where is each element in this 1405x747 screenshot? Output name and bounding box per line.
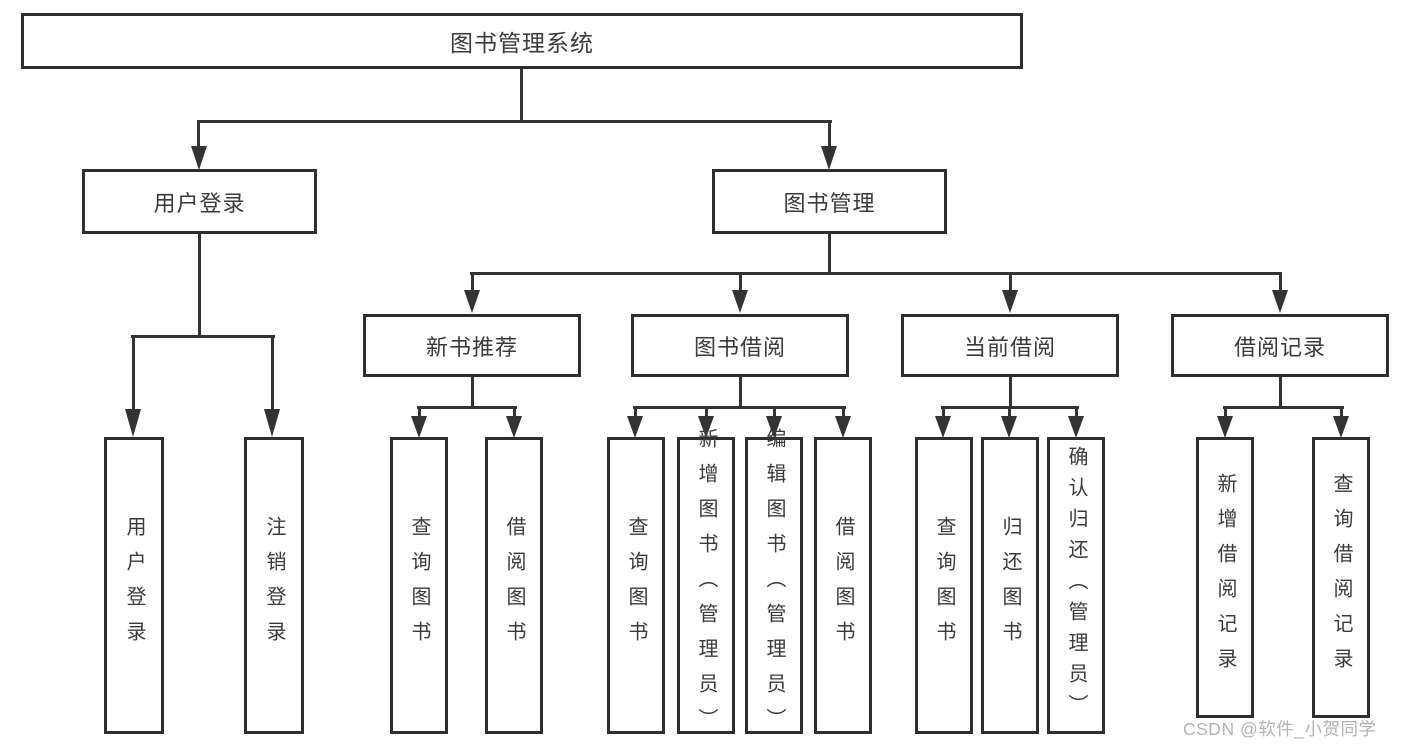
leaf-query-books-3: 查询图书 [915, 437, 973, 734]
connector-vline [1008, 406, 1011, 420]
node-label: 借阅记录 [1233, 334, 1326, 360]
node-label: 当前借阅 [963, 334, 1056, 360]
leaf-borrow-books-1: 借阅图书 [485, 437, 543, 734]
arrowhead-down-icon [627, 416, 643, 438]
node-label: 图书管理 [783, 190, 876, 216]
node-borrowing-records: 借阅记录 [1171, 314, 1389, 377]
connector-vline [1279, 272, 1282, 294]
leaf-user-login: 用户登录 [104, 437, 164, 734]
arrowhead-down-icon [264, 409, 280, 437]
leaf-edit-book-admin: 编辑图书（管理员） [745, 428, 803, 743]
connector-vline [1279, 375, 1282, 408]
connector-vline [520, 69, 523, 122]
connector-vline [1224, 406, 1227, 420]
connector-vline [842, 406, 845, 420]
arrowhead-down-icon [732, 290, 748, 313]
node-label: 新增图书（管理员） [695, 428, 717, 743]
arrowhead-down-icon [1272, 290, 1288, 313]
node-label: 确认归还（管理员） [1065, 446, 1087, 725]
leaf-logout: 注销登录 [244, 437, 304, 734]
arrowhead-down-icon [506, 416, 522, 438]
connector-vline [1340, 406, 1343, 420]
connector-vline [418, 406, 421, 420]
node-book-management: 图书管理 [712, 169, 947, 234]
connector-hline [633, 406, 846, 409]
connector-vline [739, 375, 742, 408]
arrowhead-down-icon [1001, 416, 1017, 438]
arrowhead-down-icon [821, 146, 837, 170]
connector-vline [471, 375, 474, 408]
connector-vline [828, 120, 831, 148]
arrowhead-down-icon [411, 416, 427, 438]
leaf-add-book-admin: 新增图书（管理员） [677, 428, 735, 743]
node-label: 查询图书 [625, 515, 647, 656]
node-new-book-recommendation: 新书推荐 [363, 314, 581, 377]
connector-vline [197, 120, 200, 148]
connector-hline [417, 406, 517, 409]
leaf-query-books-1: 查询图书 [390, 437, 448, 734]
arrowhead-down-icon [191, 146, 207, 170]
arrowhead-down-icon [1217, 416, 1233, 438]
node-label: 借阅图书 [503, 515, 525, 656]
leaf-return-books: 归还图书 [981, 437, 1039, 734]
node-label: 新增借阅记录 [1214, 472, 1236, 683]
arrowhead-down-icon [766, 416, 782, 438]
connector-vline [513, 406, 516, 420]
node-label: 图书借阅 [693, 334, 786, 360]
connector-hline [131, 335, 275, 338]
arrowhead-down-icon [698, 416, 714, 438]
node-current-borrowing: 当前借阅 [901, 314, 1119, 377]
connector-vline [471, 272, 474, 294]
node-root-library-system: 图书管理系统 [21, 13, 1023, 69]
connector-vline [828, 233, 831, 274]
node-label: 查询图书 [408, 515, 430, 656]
node-label: 借阅图书 [832, 515, 854, 656]
connector-vline [198, 233, 201, 337]
node-label: 归还图书 [999, 515, 1021, 656]
leaf-query-borrow-record: 查询借阅记录 [1312, 437, 1370, 718]
node-label: 用户登录 [123, 515, 145, 656]
node-label: 编辑图书（管理员） [763, 428, 785, 743]
leaf-add-borrow-record: 新增借阅记录 [1196, 437, 1254, 718]
node-label: 查询借阅记录 [1330, 472, 1352, 683]
leaf-query-books-2: 查询图书 [607, 437, 665, 734]
arrowhead-down-icon [935, 416, 951, 438]
leaf-borrow-books-2: 借阅图书 [814, 437, 872, 734]
arrowhead-down-icon [1068, 416, 1084, 438]
connector-vline [773, 406, 776, 420]
connector-vline [1009, 375, 1012, 408]
connector-vline [634, 406, 637, 420]
connector-vline [1009, 272, 1012, 294]
node-book-borrowing: 图书借阅 [631, 314, 849, 377]
arrowhead-down-icon [1002, 290, 1018, 313]
node-user-login: 用户登录 [82, 169, 317, 234]
node-label: 注销登录 [263, 515, 285, 656]
connector-hline [1223, 406, 1344, 409]
arrowhead-down-icon [464, 290, 480, 313]
arrowhead-down-icon [835, 416, 851, 438]
node-label: 图书管理系统 [450, 30, 594, 56]
connector-vline [705, 406, 708, 420]
connector-vline [942, 406, 945, 420]
connector-hline [470, 272, 1282, 275]
connector-vline [739, 272, 742, 294]
connector-vline [271, 335, 274, 411]
connector-vline [1075, 406, 1078, 420]
leaf-confirm-return-admin: 确认归还（管理员） [1047, 437, 1105, 734]
node-label: 用户登录 [153, 190, 246, 216]
node-label: 查询图书 [933, 515, 955, 656]
connector-hline [197, 120, 832, 123]
node-label: 新书推荐 [425, 334, 518, 360]
connector-vline [132, 335, 135, 411]
arrowhead-down-icon [125, 409, 141, 437]
arrowhead-down-icon [1333, 416, 1349, 438]
csdn-watermark: CSDN @软件_小贺同学 [1183, 719, 1377, 739]
